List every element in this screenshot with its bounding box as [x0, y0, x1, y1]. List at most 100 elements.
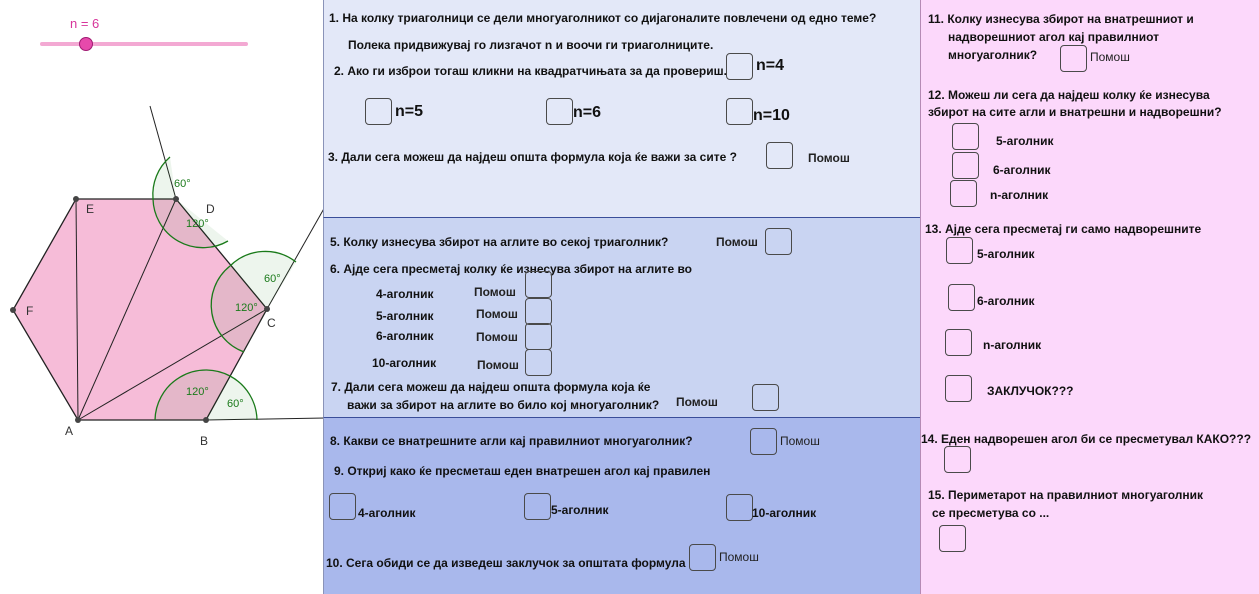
checkbox-q13-5-gon[interactable]: [946, 237, 973, 264]
help-6-gon[interactable]: Помош: [476, 330, 518, 344]
angle-arc-d-exterior: [152, 156, 171, 200]
checkbox-n6[interactable]: [546, 98, 573, 125]
checkbox-q12-6-gon[interactable]: [952, 152, 979, 179]
angle-label-d-interior: 120°: [186, 218, 209, 230]
angle-label-c-exterior: 60°: [264, 273, 281, 285]
checkbox-conclusion[interactable]: [945, 375, 972, 402]
checkbox-q13-n-gon[interactable]: [945, 329, 972, 356]
help-q11[interactable]: Помош: [1090, 50, 1130, 64]
point-label-e: E: [86, 202, 95, 216]
help-q8[interactable]: Помош: [780, 434, 820, 448]
item-10-gon: 10-аголник: [372, 356, 437, 370]
question-12-line-1: 12. Можеш ли сега да најдеш колку ќе изн…: [928, 88, 1210, 102]
slider-n[interactable]: n = 6: [40, 14, 250, 54]
question-14: 14. Еден надворешен агол би се пресметув…: [921, 432, 1252, 446]
diagonal-ae: [75, 198, 79, 421]
help-q3[interactable]: Помош: [808, 151, 850, 165]
panel-exterior-angles: [920, 0, 1259, 594]
polygon-canvas: [10, 105, 327, 423]
question-13: 13. Ајде сега пресметај ги само надвореш…: [925, 222, 1202, 236]
point-label-d: D: [206, 202, 215, 216]
angle-arc-b-exterior: [229, 375, 258, 421]
angle-label-d-exterior: 60°: [174, 178, 191, 190]
question-3: 3. Дали сега можеш да најдеш општа форму…: [328, 150, 737, 164]
label-q12-5-gon: 5-аголник: [996, 134, 1054, 148]
question-6: 6. Ајде сега пресметај колку ќе изнесува…: [330, 262, 692, 276]
checkbox-6-gon[interactable]: [525, 323, 552, 350]
question-7-line-1: 7. Дали сега можеш да најдеш општа форму…: [331, 380, 651, 394]
checkbox-q12-5-gon[interactable]: [952, 123, 979, 150]
question-11-line-3: многуаголник?: [948, 48, 1038, 62]
help-q7[interactable]: Помош: [676, 395, 718, 409]
label-n6: n=6: [573, 104, 602, 121]
label-q12-6-gon: 6-аголник: [993, 163, 1051, 177]
question-9: 9. Откриј како ќе пресметаш еден внатреш…: [334, 464, 711, 478]
checkbox-q12-n-gon[interactable]: [950, 180, 977, 207]
checkbox-q7[interactable]: [752, 384, 779, 411]
question-15-line-2: се пресметува со ...: [932, 506, 1050, 520]
question-11-line-2: надворешниот агол кај правилниот: [948, 30, 1159, 44]
point-a[interactable]: [75, 417, 81, 423]
slider-track[interactable]: [40, 42, 248, 46]
angle-arc-c-exterior: [229, 250, 297, 267]
label-q13-n-gon: n-аголник: [983, 338, 1042, 352]
item-4-gon: 4-аголник: [376, 287, 434, 301]
panel-angle-sums: [323, 218, 920, 418]
extension-cd: [149, 105, 177, 200]
checkbox-10-gon[interactable]: [525, 349, 552, 376]
checkbox-n4[interactable]: [726, 53, 753, 80]
diagonal-ad: [77, 198, 177, 421]
checkbox-q14[interactable]: [944, 446, 971, 473]
help-5-gon[interactable]: Помош: [476, 307, 518, 321]
item-6-gon: 6-аголник: [376, 329, 434, 343]
slider-handle[interactable]: [78, 37, 93, 51]
checkbox-q11[interactable]: [1060, 45, 1087, 72]
help-10-gon[interactable]: Помош: [477, 358, 519, 372]
point-label-b: B: [200, 434, 209, 448]
checkbox-q5[interactable]: [765, 228, 792, 255]
angle-arc-b-interior: [154, 369, 231, 421]
point-label-a: A: [65, 424, 74, 438]
checkbox-reg-4-gon[interactable]: [329, 493, 356, 520]
point-label-c: C: [267, 316, 276, 330]
point-e[interactable]: [73, 196, 79, 202]
slider-label: n = 6: [70, 16, 100, 31]
checkbox-4-gon[interactable]: [525, 271, 552, 298]
point-label-f: F: [26, 304, 34, 318]
help-q10[interactable]: Помош: [719, 550, 759, 564]
label-n10: n=10: [753, 107, 790, 124]
question-8: 8. Какви се внатрешните агли кај правилн…: [330, 434, 693, 448]
checkbox-q10[interactable]: [689, 544, 716, 571]
item-5-gon: 5-аголник: [376, 309, 434, 323]
checkbox-q8[interactable]: [750, 428, 777, 455]
checkbox-q13-6-gon[interactable]: [948, 284, 975, 311]
point-b[interactable]: [203, 417, 209, 423]
point-d[interactable]: [173, 196, 179, 202]
point-f[interactable]: [10, 307, 16, 313]
angle-arc-d-interior: [152, 198, 229, 249]
checkbox-reg-10-gon[interactable]: [726, 494, 753, 521]
angle-label-c-interior: 120°: [235, 302, 258, 314]
panel-regular-polygon: [323, 418, 920, 594]
label-reg-4-gon: 4-аголник: [358, 506, 416, 520]
label-q13-6-gon: 6-аголник: [977, 294, 1035, 308]
question-7-line-2: важи за збирот на аглите во било кој мно…: [347, 398, 660, 412]
angle-label-b-exterior: 60°: [227, 398, 244, 410]
help-q5[interactable]: Помош: [716, 235, 758, 249]
label-q13-5-gon: 5-аголник: [977, 247, 1035, 261]
question-1-hint: Полека придвижувај го лизгачот n и воочи…: [348, 38, 714, 52]
checkbox-q15[interactable]: [939, 525, 966, 552]
point-c[interactable]: [264, 306, 270, 312]
checkbox-q3[interactable]: [766, 142, 793, 169]
checkbox-n5[interactable]: [365, 98, 392, 125]
help-4-gon[interactable]: Помош: [474, 285, 516, 299]
question-2: 2. Ако ги изброи тогаш кликни на квадрат…: [334, 64, 727, 78]
checkbox-5-gon[interactable]: [525, 298, 552, 325]
angle-label-b-interior: 120°: [186, 386, 209, 398]
checkbox-reg-5-gon[interactable]: [524, 493, 551, 520]
question-10: 10. Сега обиди се да изведеш заклучок за…: [326, 556, 686, 570]
checkbox-n10[interactable]: [726, 98, 753, 125]
question-11-line-1: 11. Колку изнесува збирот на внатрешниот…: [928, 12, 1194, 26]
question-5: 5. Колку изнесува збирот на аглите во се…: [330, 235, 669, 249]
panel-triangles: [323, 0, 920, 218]
